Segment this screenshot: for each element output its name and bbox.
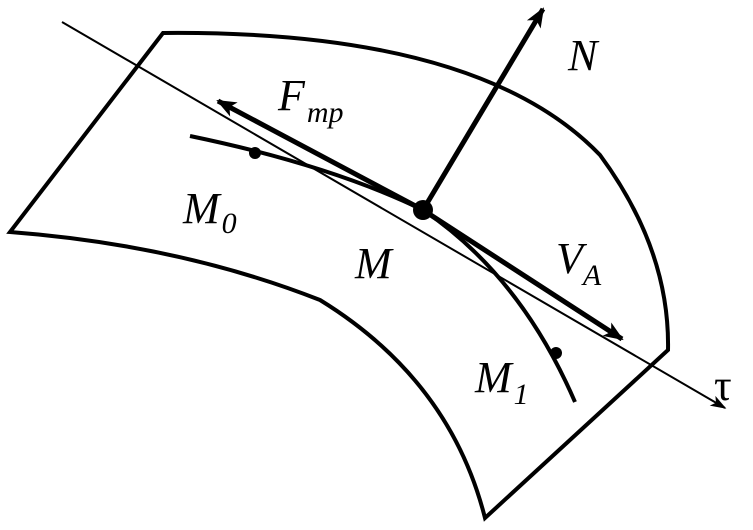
velocity-arrow bbox=[421, 207, 624, 342]
label-n: N bbox=[567, 31, 600, 80]
label-f-sub: mp bbox=[307, 96, 344, 129]
tangent-line bbox=[61, 21, 727, 409]
label-m0: M0 bbox=[182, 184, 237, 240]
label-f: Fmp bbox=[277, 71, 344, 129]
point-m bbox=[413, 200, 433, 220]
label-m0-sub: 0 bbox=[222, 207, 237, 240]
label-m: M bbox=[354, 239, 394, 288]
label-m1-main: M bbox=[474, 353, 514, 402]
label-f-main: F bbox=[277, 71, 306, 120]
label-m1: M1 bbox=[474, 353, 529, 411]
point-m1 bbox=[550, 347, 562, 359]
surface-patch bbox=[6, 30, 671, 522]
label-tau: τ bbox=[714, 361, 732, 410]
friction-force-arrow bbox=[216, 98, 425, 213]
label-va: VA bbox=[556, 234, 602, 292]
point-m0 bbox=[249, 147, 261, 159]
label-va-main: V bbox=[556, 234, 588, 283]
label-m1-sub: 1 bbox=[514, 378, 529, 411]
label-m0-main: M bbox=[182, 184, 222, 233]
label-va-sub: A bbox=[581, 259, 602, 292]
normal-arrow bbox=[420, 7, 546, 212]
